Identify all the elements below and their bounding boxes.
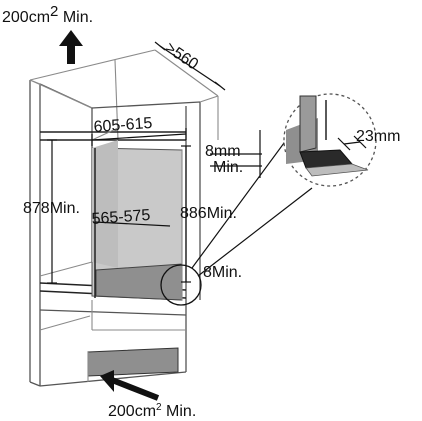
left-height-label: 878Min.	[23, 200, 80, 217]
inner-width-label: 565-575	[91, 207, 151, 228]
top-gap-dimension	[210, 130, 262, 178]
top-gap-value-label: 8mm	[205, 143, 241, 160]
outer-width-label: 605-615	[93, 115, 153, 136]
callout-source-circle	[160, 264, 202, 306]
depth-label: >560	[162, 39, 201, 73]
detail-callout	[160, 93, 377, 306]
detail-depth-label: 23mm	[356, 128, 400, 145]
right-height-dimension	[181, 145, 191, 283]
left-height-dimension	[47, 139, 57, 284]
top-airflow-label: 200cm2 Min.	[2, 3, 93, 26]
bottom-airflow-label: 200cm2 Min.	[108, 402, 196, 420]
depth-dimension	[154, 41, 226, 91]
plinth-vent	[87, 347, 179, 382]
inner-width-dimension	[94, 221, 171, 227]
top-gap-min-label: Min.	[213, 159, 243, 176]
up-arrow-icon	[59, 30, 83, 64]
outer-width-dimension	[91, 128, 187, 146]
diagonal-arrow-icon	[100, 370, 160, 401]
right-height-label: 886Min.	[180, 205, 237, 222]
bottom-gap-label: 8Min.	[203, 264, 242, 281]
